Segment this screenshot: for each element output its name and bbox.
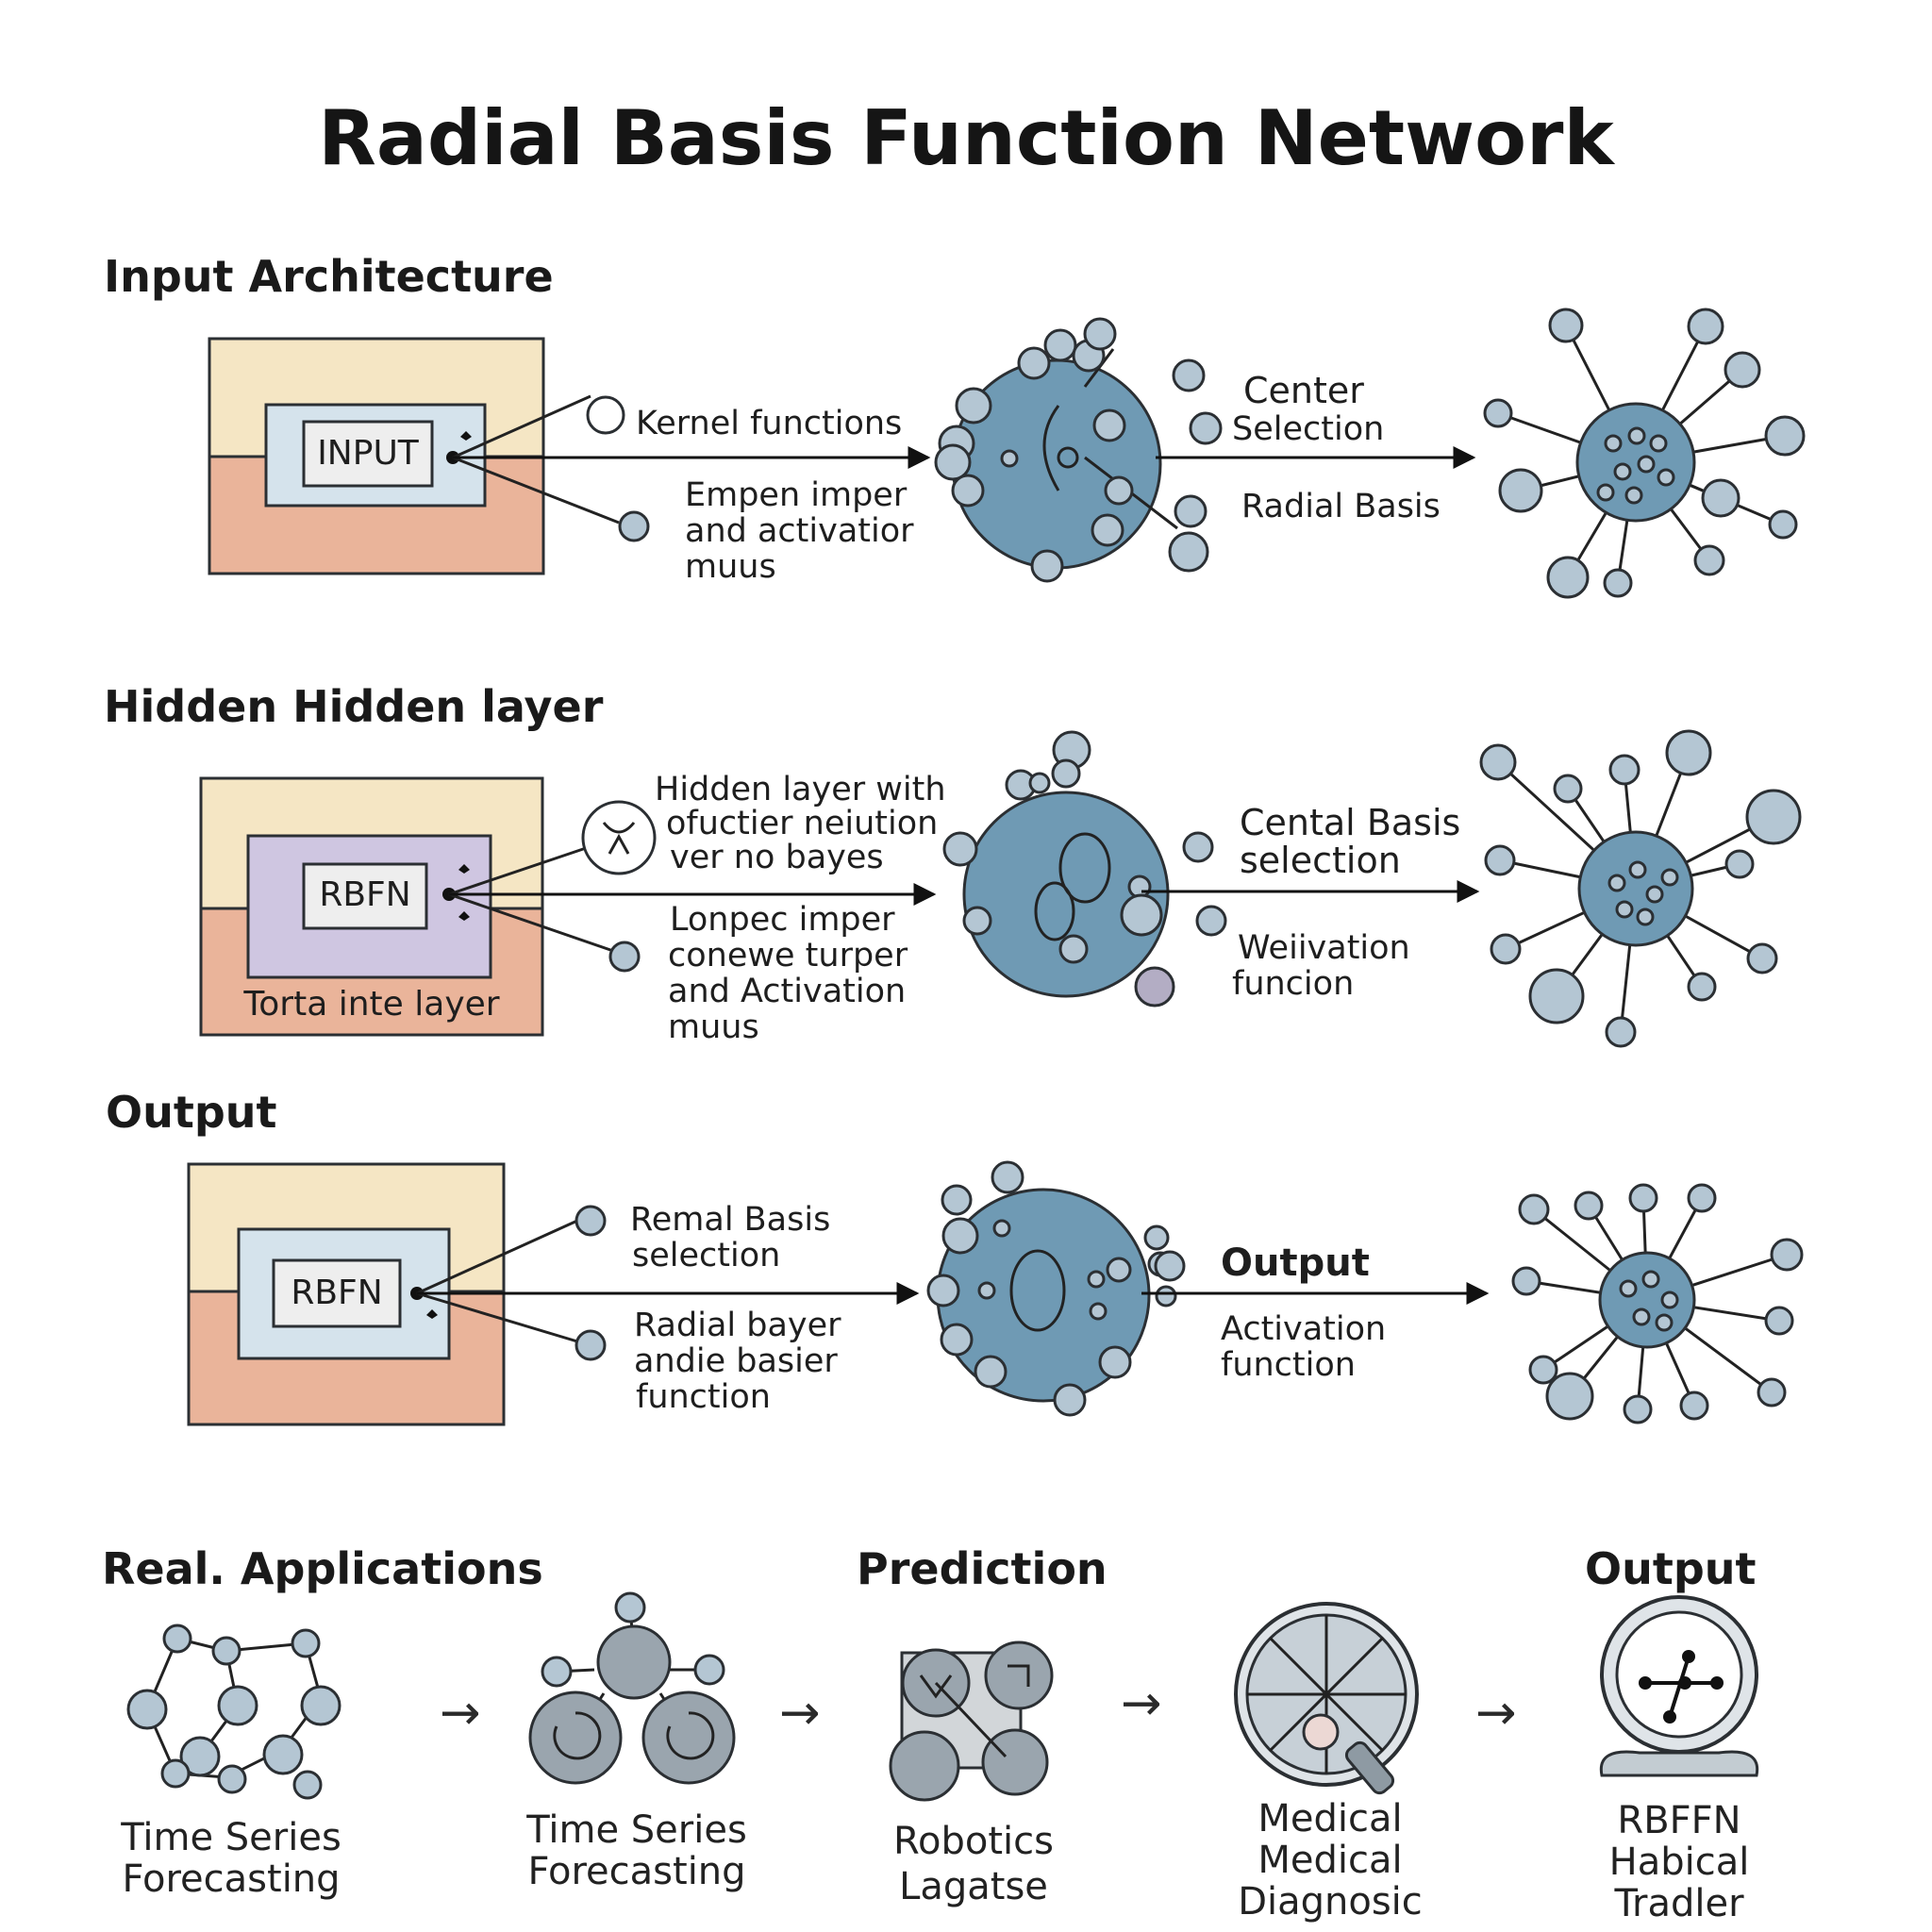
row2-note-top-line2: ofuctier neiution [666,805,939,842]
section-real-applications: Real. Applications [102,1543,543,1594]
app-label-4-line2: Medical [1257,1839,1403,1882]
row3-input-box [187,1162,506,1426]
row1-center-line2: Selection [1232,410,1385,448]
row2-note-bottom-line2: conewe turper [668,937,908,974]
row3-connectors [416,1205,920,1361]
row2-center-line2: selection [1240,840,1401,881]
kernel-function-icon [586,395,625,435]
row3-output-hub [1511,1183,1804,1424]
app-label-3-line2: Lagatse [899,1865,1048,1908]
app-label-2-line1: Time Series [526,1808,747,1852]
row2-note-bottom-line1: Lonpec imper [670,901,895,939]
row1-note-line3: muus [685,548,776,586]
row1-radial-label: Radial Basis [1241,488,1441,525]
app-label-2-line2: Forecasting [527,1850,746,1893]
app-label-4-line3: Diagnosic [1238,1880,1423,1924]
app-medical-diagnosis-icon [1234,1602,1419,1795]
app-label-1-line2: Forecasting [122,1857,341,1901]
app-network-time-series-1 [126,1624,341,1800]
row1-input-box [208,337,545,575]
row3-activation-line2: function [1221,1346,1356,1384]
section-output-applications: Output [1585,1543,1757,1594]
row3-activation-line1: Activation [1221,1310,1387,1348]
section-prediction: Prediction [857,1543,1108,1594]
row1-note-line1: Empen imper [685,476,908,514]
row2-input-box [199,776,544,1037]
app-arrow-3: → [1121,1675,1162,1732]
row3-output-label: Output [1221,1241,1370,1285]
row3-note-bottom-line3: function [636,1378,771,1416]
diagram-title: Radial Basis Function Network [318,94,1614,182]
app-arrow-1: → [440,1685,481,1741]
app-label-1-line1: Time Series [121,1816,341,1859]
app-label-5-line2: Habical [1608,1840,1750,1884]
row2-note-top-line1: Hidden layer with [655,771,946,808]
row2-center-line1: Cental Basis [1240,802,1461,843]
row2-activation-line1: Weiivation [1238,929,1410,967]
app-arrow-4: → [1475,1685,1517,1741]
app-arrow-2: → [779,1685,821,1741]
row2-output-hub [1479,729,1802,1048]
row2-box-caption: Torta inte layer [243,985,500,1024]
row2-box-label: RBFN [319,875,411,914]
row1-output-hub [1483,308,1806,599]
row2-connectors [448,800,937,973]
app-network-time-series-2 [528,1591,736,1785]
row1-rbf-sphere [934,317,1476,583]
section-input-architecture: Input Architecture [104,251,554,302]
app-label-5-line3: Tradler [1614,1882,1744,1925]
row2-note-bottom-line3: and Activation [668,973,907,1010]
app-label-4-line1: Medical [1257,1797,1403,1840]
section-hidden-layer: Hidden Hidden layer [104,681,604,732]
app-trader-icon [1599,1595,1759,1777]
row3-note-bottom-line1: Radial bayer [634,1307,841,1344]
row3-note-top-line2: selection [632,1237,781,1274]
row1-note-line2: and activatior [685,512,914,550]
row3-note-top-line1: Remal Basis [630,1201,831,1239]
row2-note-bottom-line4: muus [668,1008,759,1046]
row3-rbf-sphere [926,1160,1490,1417]
row2-rbf-sphere [942,730,1480,1008]
app-label-5-line1: RBFFN [1617,1799,1741,1842]
row2-note-top-line3: ver no bayes [670,839,884,876]
row1-center-line1: Center [1243,370,1364,411]
row2-activation-line2: funcion [1232,965,1355,1003]
app-robotics-icon [889,1641,1054,1802]
section-output: Output [106,1087,277,1138]
row1-connectors [452,394,931,542]
row3-box-label: RBFN [291,1274,383,1312]
row1-kernel-label: Kernel functions [636,405,903,442]
row1-box-label: INPUT [317,434,419,473]
app-label-3-line1: Robotics [893,1820,1054,1863]
row3-note-bottom-line2: andie basier [634,1342,838,1380]
